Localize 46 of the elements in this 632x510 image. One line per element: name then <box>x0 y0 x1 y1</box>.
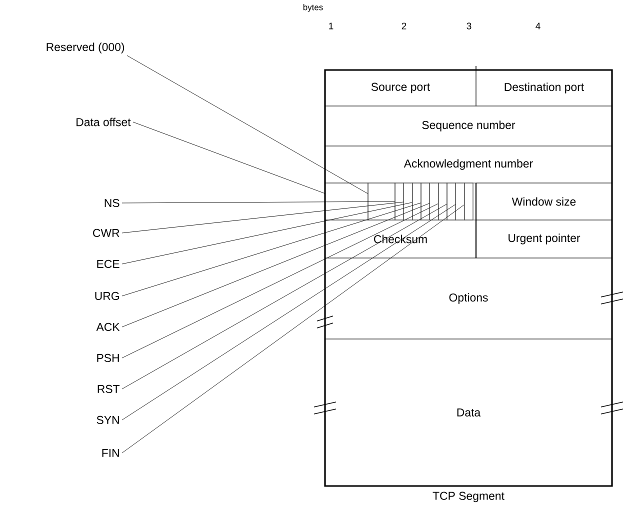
field-box: Options <box>324 258 612 340</box>
leader-label: FIN <box>102 449 119 457</box>
byte-number: 2 <box>402 22 406 30</box>
flag-cell <box>403 182 413 220</box>
leader-line <box>122 202 404 234</box>
byte-number: 3 <box>466 22 472 30</box>
field-box: Data <box>324 338 612 486</box>
flag-cell <box>412 182 422 220</box>
leader-label: PSH <box>97 354 119 362</box>
segment-label: TCP Segment <box>432 492 504 502</box>
leader-line <box>122 204 447 390</box>
leader-line <box>122 202 412 264</box>
leader-label: SYN <box>96 416 119 424</box>
field-box: Source port <box>324 70 476 106</box>
flag-cell <box>446 182 456 220</box>
byte-number: 4 <box>536 22 540 30</box>
field-box: Sequence number <box>324 106 612 146</box>
byte-number: 1 <box>329 22 334 30</box>
leader-line <box>122 204 438 358</box>
leader-label: Data offset <box>76 118 131 126</box>
field-box: Acknowledgment number <box>324 146 612 184</box>
leader-label: Reserved (000) <box>46 42 124 54</box>
leader-label: URG <box>95 292 119 300</box>
flag-cell <box>429 182 439 220</box>
axis-title: bytes <box>303 4 323 12</box>
flag-cell <box>464 182 474 220</box>
leader-line <box>122 204 464 454</box>
leader-line <box>126 55 368 194</box>
field-box: Urgent pointer <box>476 220 612 258</box>
flag-cell <box>394 182 404 220</box>
field-cell <box>368 182 396 220</box>
leader-label: ACK <box>96 322 120 332</box>
field-box: Window size <box>476 182 612 220</box>
leader-line <box>122 204 456 420</box>
leader-line <box>132 122 325 194</box>
flag-cell <box>438 182 448 220</box>
leader-label: CWR <box>93 228 120 238</box>
leader-line <box>122 202 421 296</box>
leader-label: ECE <box>97 260 120 268</box>
leader-line <box>122 201 395 204</box>
flag-cell <box>455 182 465 220</box>
field-box: Destination port <box>476 70 612 106</box>
leader-label: RST <box>98 384 120 394</box>
leader-line <box>122 203 430 328</box>
flag-cell <box>420 182 430 220</box>
leader-label: NS <box>104 198 120 208</box>
